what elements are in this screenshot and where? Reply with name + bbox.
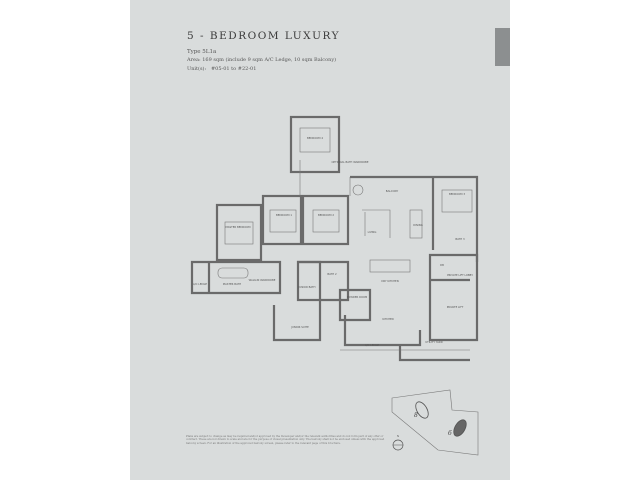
- units-value: #05-01 to #22-01: [210, 66, 257, 72]
- room-label-bath2: BATH 2: [327, 272, 337, 276]
- unit-area: Area: 169 sqm (include 9 sqm A/C Ledge, …: [187, 57, 337, 63]
- north-label: N: [397, 434, 399, 438]
- room-label-junior-bath: JUNIOR BATH: [298, 285, 316, 289]
- room-label-powder-room: POWDER ROOM: [347, 295, 368, 299]
- room-label-kitchen: KITCHEN: [382, 317, 393, 321]
- room-label-utility-yard: UTILITY YARD: [425, 340, 442, 344]
- room-label-bedroom4: BEDROOM 4: [307, 136, 323, 140]
- room-label-optional-bath: OPTIONAL BATH WARDROBE: [332, 160, 369, 164]
- key-plan: 8 6: [391, 389, 479, 456]
- room-label-ac-ledge-2: A/C LEDGE: [193, 282, 207, 286]
- room-label-bedroom3: BEDROOM 3: [449, 192, 465, 196]
- room-label-dining: DINING: [413, 223, 422, 227]
- room-label-bedroom2: BEDROOM 2: [318, 213, 334, 217]
- room-label-dry-kitchen: DRY KITCHEN: [381, 279, 398, 283]
- room-label-db: DB: [440, 263, 444, 267]
- disclaimer-text: Plans are subject to change as may be re…: [186, 435, 385, 445]
- room-label-private-lift: PRIVATE LIFT: [447, 305, 464, 309]
- room-label-master-bath: MASTER BATH: [223, 282, 241, 286]
- key-plan-block-6: 6: [448, 430, 452, 437]
- section-tab: [495, 28, 510, 66]
- key-plan-block-8: 8: [414, 412, 418, 419]
- units-label: Unit(s):: [187, 66, 207, 72]
- room-label-living: LIVING: [368, 230, 377, 234]
- unit-type: Type 5L1a: [187, 49, 217, 55]
- room-label-bedroom1: BEDROOM 1: [276, 213, 292, 217]
- room-label-ac-ledge: A/C LEDGE: [365, 343, 379, 347]
- unit-numbers-row: Unit(s): #05-01 to #22-01: [187, 66, 256, 72]
- room-label-junior-suite: JUNIOR SUITE: [290, 325, 309, 329]
- walls: [190, 115, 479, 362]
- north-arrow-icon: N: [392, 434, 404, 451]
- room-label-bath3: BATH 3: [455, 237, 465, 241]
- furniture: [217, 127, 473, 279]
- brochure-page: [130, 0, 510, 480]
- room-label-lift-lobby: PRIVATE LIFT LOBBY: [447, 273, 473, 277]
- room-label-balcony: BALCONY: [386, 189, 399, 193]
- room-label-master-bedroom: MASTER BEDROOM: [225, 225, 250, 229]
- room-label-walkin-wardrobe: WALK-IN WARDROBE: [249, 278, 276, 282]
- page-title: 5 - BEDROOM LUXURY: [187, 30, 340, 42]
